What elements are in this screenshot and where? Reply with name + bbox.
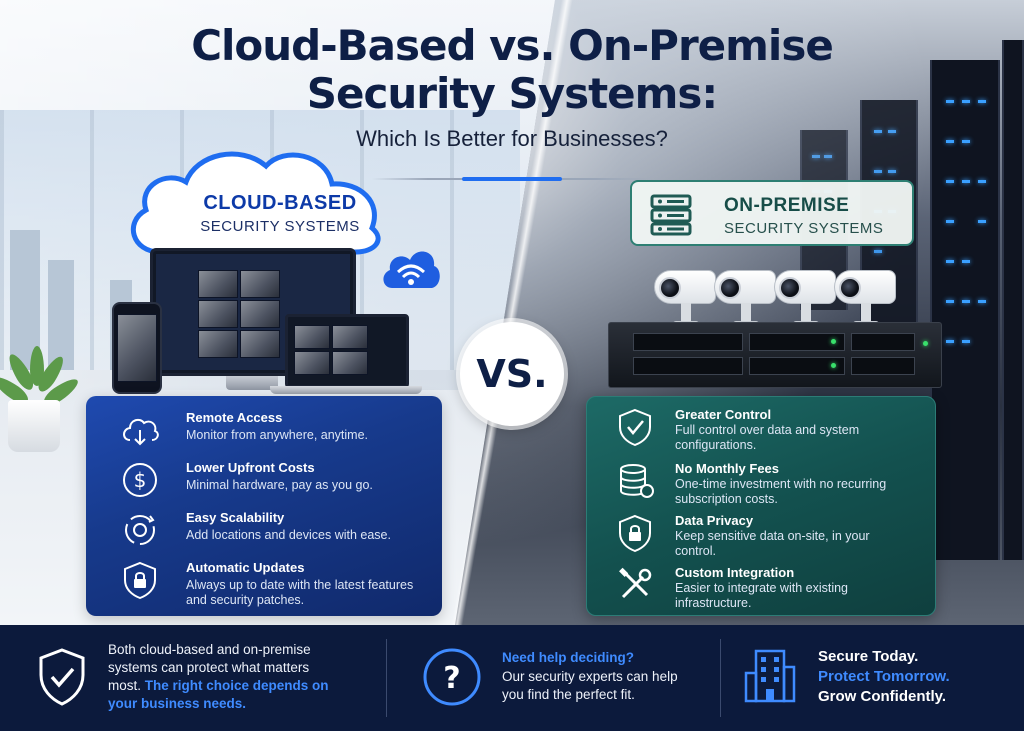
svg-text:?: ?	[443, 661, 460, 696]
security-camera	[714, 270, 776, 327]
onprem-badge-title: ON-PREMISE	[724, 195, 850, 216]
wrench-icon	[619, 567, 652, 599]
help-title: Need help deciding?	[502, 650, 635, 665]
security-camera	[834, 270, 896, 327]
cloud-badge: CLOUD-BASED SECURITY SYSTEMS	[120, 140, 392, 258]
feature-desc: One-time investment with no recurring su…	[675, 477, 887, 506]
scale-arrows-icon	[125, 515, 155, 545]
database-icon	[620, 464, 654, 498]
feature-title: Automatic Updates	[186, 560, 305, 575]
feature-desc: Full control over data and system config…	[675, 423, 860, 452]
page-title-line2: Security Systems:	[306, 69, 718, 118]
wifi-cloud-icon	[380, 240, 442, 296]
question-circle-icon: ?	[423, 648, 481, 706]
feature-title: Custom Integration	[675, 565, 795, 580]
shield-check-icon	[619, 408, 651, 447]
security-camera	[654, 270, 716, 327]
feature-title: Lower Upfront Costs	[186, 460, 315, 475]
laptop	[285, 314, 409, 388]
feature-desc: Easier to integrate with existing infras…	[675, 581, 849, 610]
plant-pot	[8, 400, 60, 452]
feature-desc: Always up to date with the latest featur…	[186, 578, 414, 607]
onprem-badge: ON-PREMISE SECURITY SYSTEMS	[630, 180, 914, 246]
laptop-base	[270, 386, 422, 394]
feature-title: No Monthly Fees	[675, 461, 780, 476]
cloud-badge-subtitle: SECURITY SYSTEMS	[200, 218, 360, 235]
feature-title: Remote Access	[186, 410, 283, 425]
tagline-line3: Grow Confidently.	[818, 688, 947, 705]
desktop-monitor	[150, 248, 356, 376]
svg-text:$: $	[134, 468, 147, 492]
shield-check-icon	[39, 648, 85, 706]
cloud-outline-icon	[130, 151, 381, 255]
cloud-download-icon	[123, 418, 159, 446]
page-subtitle: Which Is Better for Businesses?	[356, 126, 668, 151]
onprem-features-panel: Greater Control Full control over data a…	[586, 396, 936, 616]
server-stack-icon	[650, 194, 692, 236]
footer-summary: Both cloud-based and on-premise systems …	[108, 641, 344, 713]
footer-summary-text: Both cloud-based and on-premise systems …	[108, 642, 311, 693]
nvr-recorder	[608, 322, 942, 388]
dollar-circle-icon: $	[123, 463, 157, 497]
tagline-line1: Secure Today.	[818, 648, 919, 665]
help-text: Our security experts can help you find t…	[502, 669, 678, 702]
cloud-features-panel: Remote Access Monitor from anywhere, any…	[86, 396, 442, 616]
feature-title: Data Privacy	[675, 513, 754, 528]
lock-icon	[619, 514, 651, 553]
onprem-badge-subtitle: SECURITY SYSTEMS	[724, 220, 884, 237]
page-title-line1: Cloud-Based vs. On-Premise	[191, 21, 834, 70]
footer-bar: Both cloud-based and on-premise systems …	[0, 625, 1024, 731]
footer-summary-accent: The right choice depends on your busines…	[108, 678, 329, 711]
title-divider-accent	[462, 177, 562, 181]
feature-desc: Minimal hardware, pay as you go.	[186, 478, 373, 492]
feature-title: Easy Scalability	[186, 510, 285, 525]
security-camera	[774, 270, 836, 327]
feature-desc: Keep sensitive data on-site, in your con…	[675, 529, 870, 558]
monitor-stand	[226, 376, 278, 390]
smartphone	[112, 302, 162, 394]
feature-title: Greater Control	[675, 407, 772, 422]
header: Cloud-Based vs. On-Premise Security Syst…	[0, 22, 1024, 152]
tagline-line2: Protect Tomorrow.	[818, 668, 950, 685]
shield-lock-icon	[124, 561, 156, 600]
building-icon	[744, 649, 796, 703]
cloud-badge-title: CLOUD-BASED	[203, 192, 357, 214]
vs-badge: VS.	[460, 322, 564, 426]
feature-desc: Add locations and devices with ease.	[186, 528, 391, 542]
feature-desc: Monitor from anywhere, anytime.	[186, 428, 369, 442]
